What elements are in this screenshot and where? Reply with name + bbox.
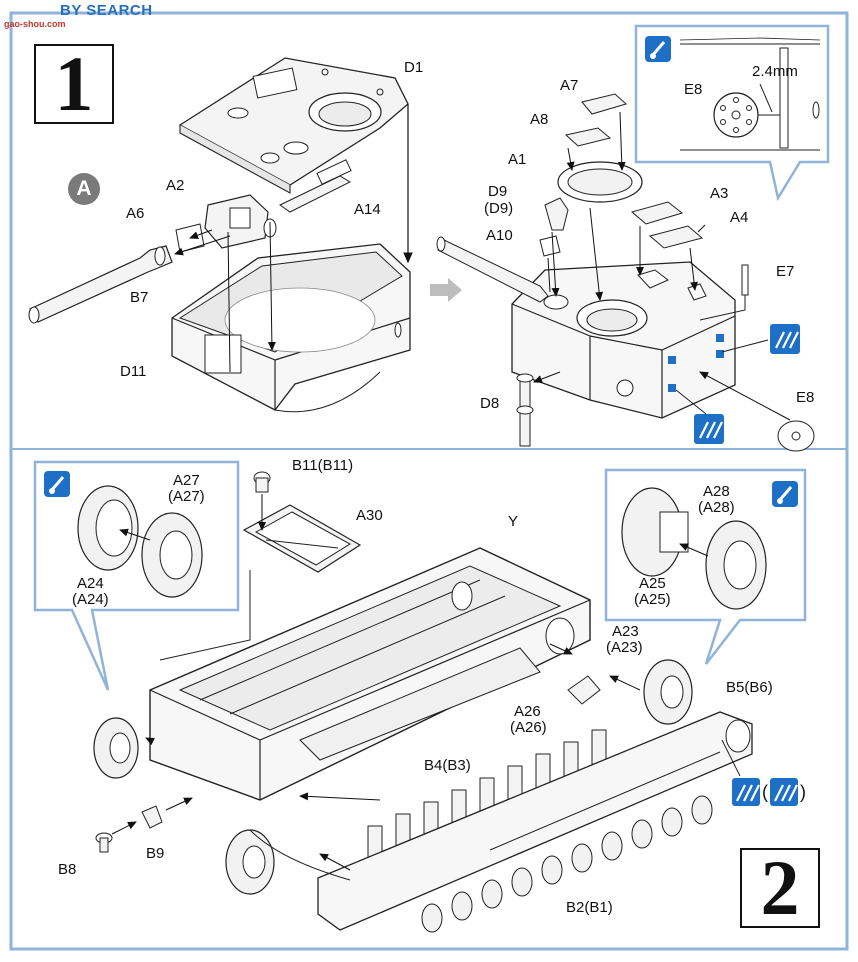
instruction-detail-icon <box>732 778 760 806</box>
instruction-detail-icon <box>694 414 724 444</box>
periscope-d9 <box>544 197 569 231</box>
view-marker: A <box>68 173 100 205</box>
label-d8: D8 <box>480 395 500 412</box>
label-a14: A14 <box>354 201 381 218</box>
gun-barrel-b7 <box>28 245 173 324</box>
label-a10: A10 <box>486 227 513 244</box>
drive-sprocket <box>225 829 275 895</box>
watermark-text: BY SEARCH <box>60 2 153 19</box>
detail-inset-right <box>604 468 807 665</box>
label-b7: B7 <box>130 289 149 306</box>
label-d9: D9 <box>488 183 508 200</box>
label-a28: A28 (A28) <box>698 483 735 516</box>
label-b2: B2(B1) <box>566 899 613 916</box>
hatch-a8 <box>564 127 612 147</box>
label-a23: A23 <box>612 623 639 640</box>
step-arrow <box>430 278 462 302</box>
label-b9: B9 <box>146 845 165 862</box>
suspension-rail-b2 <box>317 711 753 933</box>
label-a26-paren: (A26) <box>510 719 547 736</box>
hatch-a7 <box>581 93 627 115</box>
instruction-detail-icon <box>770 778 798 806</box>
label-a6: A6 <box>126 205 145 222</box>
label-b4: B4(B3) <box>424 757 471 774</box>
step-number-1: 1 <box>34 40 114 127</box>
turret-body-d11 <box>171 243 411 413</box>
block-a10 <box>539 235 561 257</box>
cupola-ring-a1 <box>557 161 643 203</box>
inset-label-e8: E8 <box>684 81 703 98</box>
hatch-a4 <box>648 225 704 249</box>
label-a1: A1 <box>508 151 527 168</box>
label-a27: A27 (A27) <box>168 472 205 505</box>
label-a23-paren: (A23) <box>606 639 643 656</box>
hull-y <box>149 547 591 801</box>
step-number-2: 2 <box>740 844 820 931</box>
grab-handle-d8 <box>516 373 534 447</box>
label-a30: A30 <box>356 507 383 524</box>
label-d9-paren: (D9) <box>484 200 514 217</box>
label-d1: D1 <box>404 59 424 76</box>
label-a2: A2 <box>166 177 185 194</box>
instruction-detail-icon <box>770 324 800 354</box>
bolt-b11 <box>253 471 271 493</box>
label-e7: E7 <box>776 263 795 280</box>
gun-barrel-assembled <box>436 236 549 303</box>
label-a25: A25 (A25) <box>634 575 671 608</box>
watermark-sub: gao-shou.com <box>4 19 66 29</box>
hatch-e8 <box>777 420 815 452</box>
label-a26: A26 <box>514 703 541 720</box>
hatch-a3 <box>630 201 684 225</box>
label-e8: E8 <box>796 389 815 406</box>
arm-a26 <box>567 675 601 705</box>
paren-close: ) <box>800 782 806 802</box>
mantlet-a2 <box>204 194 277 249</box>
inset-measure: 2.4mm <box>752 63 798 80</box>
label-a8: A8 <box>530 111 549 128</box>
label-b5: B5(B6) <box>726 679 773 696</box>
detail-inset-left <box>33 460 240 691</box>
mg-a14 <box>279 159 352 213</box>
label-d11: D11 <box>120 363 147 380</box>
turret-assembled <box>511 261 736 419</box>
rear-plate-a30 <box>242 504 362 573</box>
drive-sprocket <box>93 717 139 779</box>
page-frame <box>9 11 849 951</box>
paren-open: ( <box>762 782 768 802</box>
label-a3: A3 <box>710 185 729 202</box>
label-y: Y <box>508 513 519 530</box>
turret-roof-d1 <box>178 57 409 194</box>
detail-inset-top-right <box>634 24 830 202</box>
label-b8: B8 <box>58 861 77 878</box>
label-a24: A24 (A24) <box>72 575 109 608</box>
part-b9 <box>141 805 163 829</box>
part-b8 <box>95 832 113 853</box>
label-a4: A4 <box>730 209 749 226</box>
idler-wheel <box>643 659 693 725</box>
label-b11: B11(B11) <box>292 457 354 474</box>
label-a7: A7 <box>560 77 579 94</box>
antenna-e7 <box>699 264 749 321</box>
